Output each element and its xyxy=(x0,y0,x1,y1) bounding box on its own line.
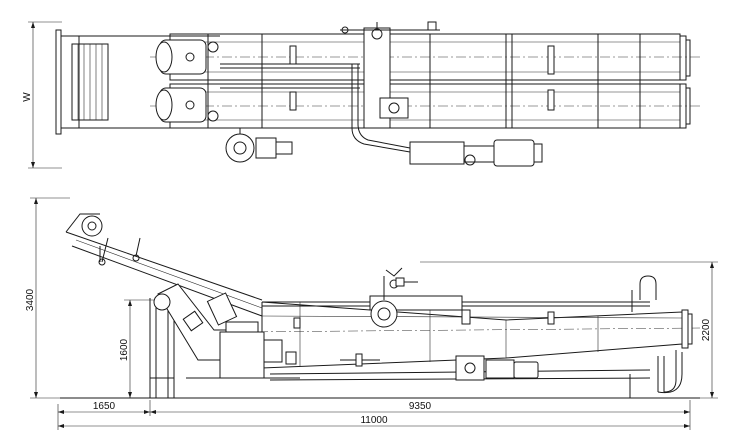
end-flanges xyxy=(679,35,691,129)
tube-joints xyxy=(207,34,641,128)
top-view: W xyxy=(22,21,700,169)
width-label: W xyxy=(22,92,33,102)
length-left-label: 1650 xyxy=(93,401,116,412)
length-dimensions: 1650 9350 11000 xyxy=(57,400,691,430)
length-total-label: 11000 xyxy=(360,415,388,426)
height-total-label: 3400 xyxy=(25,288,36,311)
height-dimension-inner: 1600 xyxy=(119,299,160,398)
drive-motor-top xyxy=(409,139,543,167)
length-right-label: 9350 xyxy=(409,401,432,412)
lower-drum xyxy=(186,321,300,379)
height-inner-label: 1600 xyxy=(119,338,130,361)
drive-unit-left xyxy=(225,128,293,163)
height-right-label: 2200 xyxy=(701,318,712,341)
height-dimension-right: 2200 xyxy=(420,261,718,399)
upper-tube xyxy=(150,33,700,81)
side-pipe-network xyxy=(262,267,650,329)
width-dimension: W xyxy=(22,21,62,169)
lower-tube xyxy=(150,83,700,129)
drive-motor-side xyxy=(269,353,651,381)
right-structure xyxy=(629,275,683,398)
screen-grating xyxy=(71,43,109,121)
height-dimension-total: 3400 xyxy=(25,197,70,399)
hopper-body xyxy=(153,283,238,361)
pipe-network xyxy=(220,21,555,153)
hopper-drums xyxy=(155,39,219,123)
side-view: 3400 1600 2200 xyxy=(25,197,718,430)
